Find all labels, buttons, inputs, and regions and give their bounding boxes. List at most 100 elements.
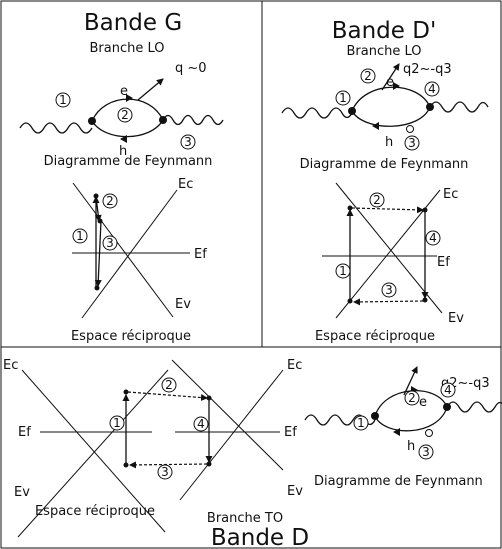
transition-3 bbox=[129, 461, 208, 469]
h-label: h bbox=[385, 135, 393, 150]
state-tr bbox=[422, 207, 428, 213]
step-2-label: 2 bbox=[408, 391, 416, 405]
step-4-badge bbox=[424, 81, 440, 97]
electron-arrow bbox=[126, 94, 133, 102]
ec-branch-right bbox=[171, 359, 284, 471]
phonon-wave-in bbox=[19, 122, 93, 134]
step-3-label: 3 bbox=[422, 445, 430, 459]
panel-g-title: Bande G bbox=[84, 10, 182, 36]
step-3-badge bbox=[404, 135, 420, 151]
feynman-diagram-dprime: q2~-q3 e h 1 2 3 4 Diagramme de Feynmann bbox=[281, 62, 489, 172]
step-4-label: 4 bbox=[444, 383, 452, 397]
panel-bande-d: Ec Ef Ev Ec Ef Ev 1 2 3 4 Espace récipro… bbox=[3, 358, 502, 549]
state-tl bbox=[123, 389, 129, 395]
phonon-q-line bbox=[381, 63, 400, 91]
step-3-label: 3 bbox=[408, 136, 416, 150]
state-br bbox=[206, 461, 212, 467]
vertex-right bbox=[443, 403, 451, 411]
vertex-right bbox=[426, 103, 434, 111]
phonon-wave-out bbox=[446, 401, 502, 413]
hole-line bbox=[91, 119, 164, 138]
e-label: e bbox=[419, 395, 427, 410]
phonon-wave-out bbox=[429, 101, 489, 113]
k-step-3-badge bbox=[381, 282, 397, 298]
step-1-badge bbox=[335, 90, 351, 106]
hole-line bbox=[374, 406, 448, 432]
step-3-label: 3 bbox=[184, 135, 192, 149]
vertex-left bbox=[348, 107, 356, 115]
ev-branch-left bbox=[17, 369, 169, 538]
state-tl bbox=[347, 205, 353, 211]
panel-dprime-subtitle: Branche LO bbox=[347, 44, 422, 59]
phonon-wave-out bbox=[162, 114, 224, 126]
phonon-q-line bbox=[403, 366, 418, 396]
ev-label-right: Ev bbox=[287, 484, 303, 499]
k-step-3-label: 3 bbox=[385, 283, 393, 297]
transition-2 bbox=[127, 391, 208, 402]
transition-2 bbox=[94, 196, 102, 222]
ev-branch bbox=[81, 189, 178, 319]
hole-vertex bbox=[425, 429, 433, 437]
step-2-badge bbox=[360, 68, 376, 84]
ef-label: Ef bbox=[437, 255, 450, 270]
k-step-1-badge bbox=[335, 263, 351, 279]
ef-label-right: Ef bbox=[284, 425, 297, 440]
step-1-badge bbox=[55, 92, 71, 108]
feynman-label: Diagramme de Feynmann bbox=[314, 474, 483, 489]
ev-label-left: Ev bbox=[14, 485, 30, 500]
panel-dprime-title: Bande D' bbox=[332, 18, 437, 44]
state-top bbox=[93, 193, 99, 199]
reciprocal-space-dprime: Ec Ef Ev 1 2 3 4 Espace réciproque bbox=[315, 182, 464, 344]
k-step-1-label: 1 bbox=[339, 264, 347, 278]
step-4-label: 4 bbox=[428, 82, 436, 96]
step-4-badge bbox=[440, 382, 456, 398]
ev-branch-right bbox=[179, 369, 284, 501]
hole-arrow bbox=[393, 428, 400, 436]
k-step-1-badge bbox=[72, 228, 88, 244]
ec-label-left: Ec bbox=[3, 358, 18, 373]
k-step-2-badge bbox=[369, 192, 385, 208]
panel-bande-g: Bande G Branche LO q ~0 e h 1 2 3 Diagra… bbox=[19, 10, 224, 344]
step-2-badge bbox=[404, 390, 420, 406]
e-label: e bbox=[120, 84, 128, 99]
reciprocal-space-g: Ec Ef Ev 1 2 3 Espace réciproque bbox=[71, 177, 207, 344]
panel-d-title: Bande D bbox=[211, 525, 309, 549]
hole-arrow bbox=[120, 135, 127, 143]
space-label: Espace réciproque bbox=[35, 504, 155, 519]
transition-3 bbox=[353, 298, 424, 306]
panel-g-subtitle: Branche LO bbox=[90, 41, 165, 56]
ec-label: Ec bbox=[178, 177, 193, 192]
vertex-right bbox=[159, 116, 167, 124]
k-step-1-label: 1 bbox=[76, 229, 84, 243]
step-2-badge bbox=[117, 107, 133, 123]
vertex-left bbox=[371, 412, 379, 420]
vertex-left bbox=[88, 117, 96, 125]
k-step-2-badge bbox=[161, 377, 177, 393]
feynman-label: Diagramme de Feynmann bbox=[300, 157, 469, 172]
step-1-label: 1 bbox=[59, 93, 67, 107]
phonon-wave-in bbox=[281, 107, 353, 119]
electron-arrow bbox=[393, 82, 400, 90]
k-step-2-label: 2 bbox=[106, 194, 114, 208]
k-step-4-badge bbox=[193, 416, 209, 432]
panel-bande-dprime: Bande D' Branche LO q2~-q3 e h 1 2 3 4 D… bbox=[281, 18, 489, 344]
ev-label: Ev bbox=[448, 311, 464, 326]
state-tr bbox=[206, 395, 212, 401]
k-step-2-label: 2 bbox=[373, 193, 381, 207]
panel-d-subtitle: Branche TO bbox=[207, 511, 283, 526]
hole-arrow bbox=[372, 122, 379, 130]
e-label: e bbox=[386, 75, 394, 90]
k-step-1-badge bbox=[109, 415, 125, 431]
state-br bbox=[422, 297, 428, 303]
transition-2 bbox=[351, 206, 424, 214]
feynman-diagram-d: q2~-q3 e h 1 2 3 4 Diagramme de Feynmann bbox=[304, 366, 502, 489]
k-step-4-label: 4 bbox=[197, 417, 205, 431]
k-step-2-label: 2 bbox=[165, 378, 173, 392]
step-1-label: 1 bbox=[357, 416, 365, 430]
space-label: Espace réciproque bbox=[71, 329, 191, 344]
k-step-3-label: 3 bbox=[106, 236, 114, 250]
step-3-badge bbox=[180, 134, 196, 150]
feynman-label: Diagramme de Feynmann bbox=[44, 154, 213, 169]
